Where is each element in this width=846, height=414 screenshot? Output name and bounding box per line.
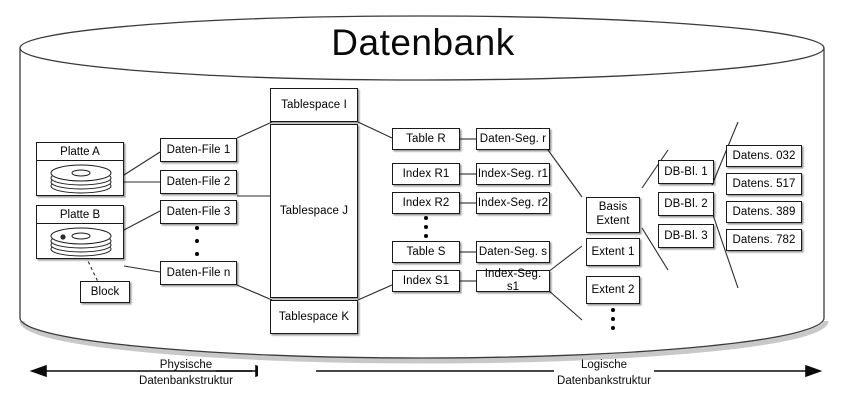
tablespace-k[interactable]: Tablespace K <box>270 300 358 334</box>
datafile-3[interactable]: Daten-File 3 <box>160 200 237 224</box>
disk-sector-marker <box>60 234 66 240</box>
link-extent-dbbl-bottom <box>641 227 669 271</box>
link-platteB-file3 <box>123 210 161 231</box>
segment-index-s1[interactable]: Index-Seg. s1 <box>476 268 550 293</box>
link-segment-s-extent <box>547 245 583 273</box>
object-table-s[interactable]: Table S <box>392 241 460 263</box>
object-table-r[interactable]: Table R <box>392 128 460 150</box>
segment-index-r1[interactable]: Index-Seg. r1 <box>476 163 550 185</box>
link-platteA-file1 <box>123 151 161 176</box>
link-dbbl-datens-top <box>711 121 739 186</box>
physical-label-gap <box>258 362 316 380</box>
arrow-physical-head-left <box>29 364 47 378</box>
object-index-r1[interactable]: Index R1 <box>392 163 460 185</box>
link-segments-extent-top <box>547 149 583 198</box>
link-segment-s1-extent <box>547 289 583 321</box>
link-tablespace-tableR <box>357 121 393 139</box>
physical-label-line1: Physische <box>159 359 213 371</box>
link-files-tablespaceI-top <box>236 121 273 139</box>
cylinder-bottom-arc <box>19 317 825 359</box>
disk-platte-a[interactable]: Platte A <box>36 142 124 196</box>
datafile-n[interactable]: Daten-File n <box>160 261 237 285</box>
extent-basis[interactable]: Basis Extent <box>586 197 640 233</box>
segment-daten-r[interactable]: Daten-Seg. r <box>476 128 550 150</box>
object-ellipsis <box>423 216 429 238</box>
disk-platter-art-b <box>37 223 123 258</box>
extent-basis-line1: Basis <box>598 201 628 214</box>
object-index-s1[interactable]: Index S1 <box>392 270 460 292</box>
disk-platte-b-label: Platte B <box>37 206 123 224</box>
segment-daten-s[interactable]: Daten-Seg. s <box>476 241 550 263</box>
extent-1[interactable]: Extent 1 <box>586 238 640 266</box>
dataset-517[interactable]: Datens. 517 <box>726 173 802 195</box>
dataset-389[interactable]: Datens. 389 <box>726 201 802 223</box>
arrow-logical-head-right <box>805 364 823 378</box>
tablespace-j[interactable]: Tablespace J <box>270 124 358 298</box>
datafile-1[interactable]: Daten-File 1 <box>160 138 237 162</box>
db-block-3[interactable]: DB-Bl. 3 <box>658 224 714 248</box>
page-title: Datenbank <box>331 22 515 63</box>
physical-structure-label: Physische Datenbankstruktur <box>106 358 266 389</box>
measure-arrows <box>29 362 823 380</box>
datafile-2[interactable]: Daten-File 2 <box>160 170 237 194</box>
disk-platte-a-label: Platte A <box>37 143 123 161</box>
datafile-ellipsis <box>194 226 200 256</box>
extent-ellipsis <box>610 308 616 330</box>
db-block-1[interactable]: DB-Bl. 1 <box>658 160 714 184</box>
logical-label-line1: Logische <box>580 359 628 371</box>
block-box[interactable]: Block <box>80 281 130 303</box>
logical-label-line2: Datenbankstruktur <box>557 374 651 387</box>
logical-label-gap <box>554 362 654 380</box>
disk-platter-art-a <box>37 160 123 195</box>
disk-platte-b[interactable]: Platte B <box>36 205 124 259</box>
db-block-2[interactable]: DB-Bl. 2 <box>658 192 714 216</box>
segment-index-r2[interactable]: Index-Seg. r2 <box>476 192 550 214</box>
tablespace-i[interactable]: Tablespace I <box>270 88 358 122</box>
link-platteB-filen <box>123 265 161 273</box>
link-files-tablespaceK-bottom <box>236 284 273 301</box>
cylinder-top-ellipse <box>19 15 825 81</box>
link-tablespace-indexS1 <box>357 284 393 301</box>
dataset-782[interactable]: Datens. 782 <box>726 229 802 251</box>
extent-basis-line2: Extent <box>596 215 630 227</box>
object-index-r2[interactable]: Index R2 <box>392 192 460 214</box>
physical-label-line2: Datenbankstruktur <box>139 374 233 387</box>
logical-structure-label: Logische Datenbankstruktur <box>524 358 684 389</box>
dataset-032[interactable]: Datens. 032 <box>726 145 802 167</box>
cylinder-bottom-shadow <box>19 320 829 364</box>
link-dbbl-datens-bottom <box>711 211 739 289</box>
extent-2[interactable]: Extent 2 <box>586 276 640 304</box>
link-extent-dbbl-top <box>641 149 669 189</box>
